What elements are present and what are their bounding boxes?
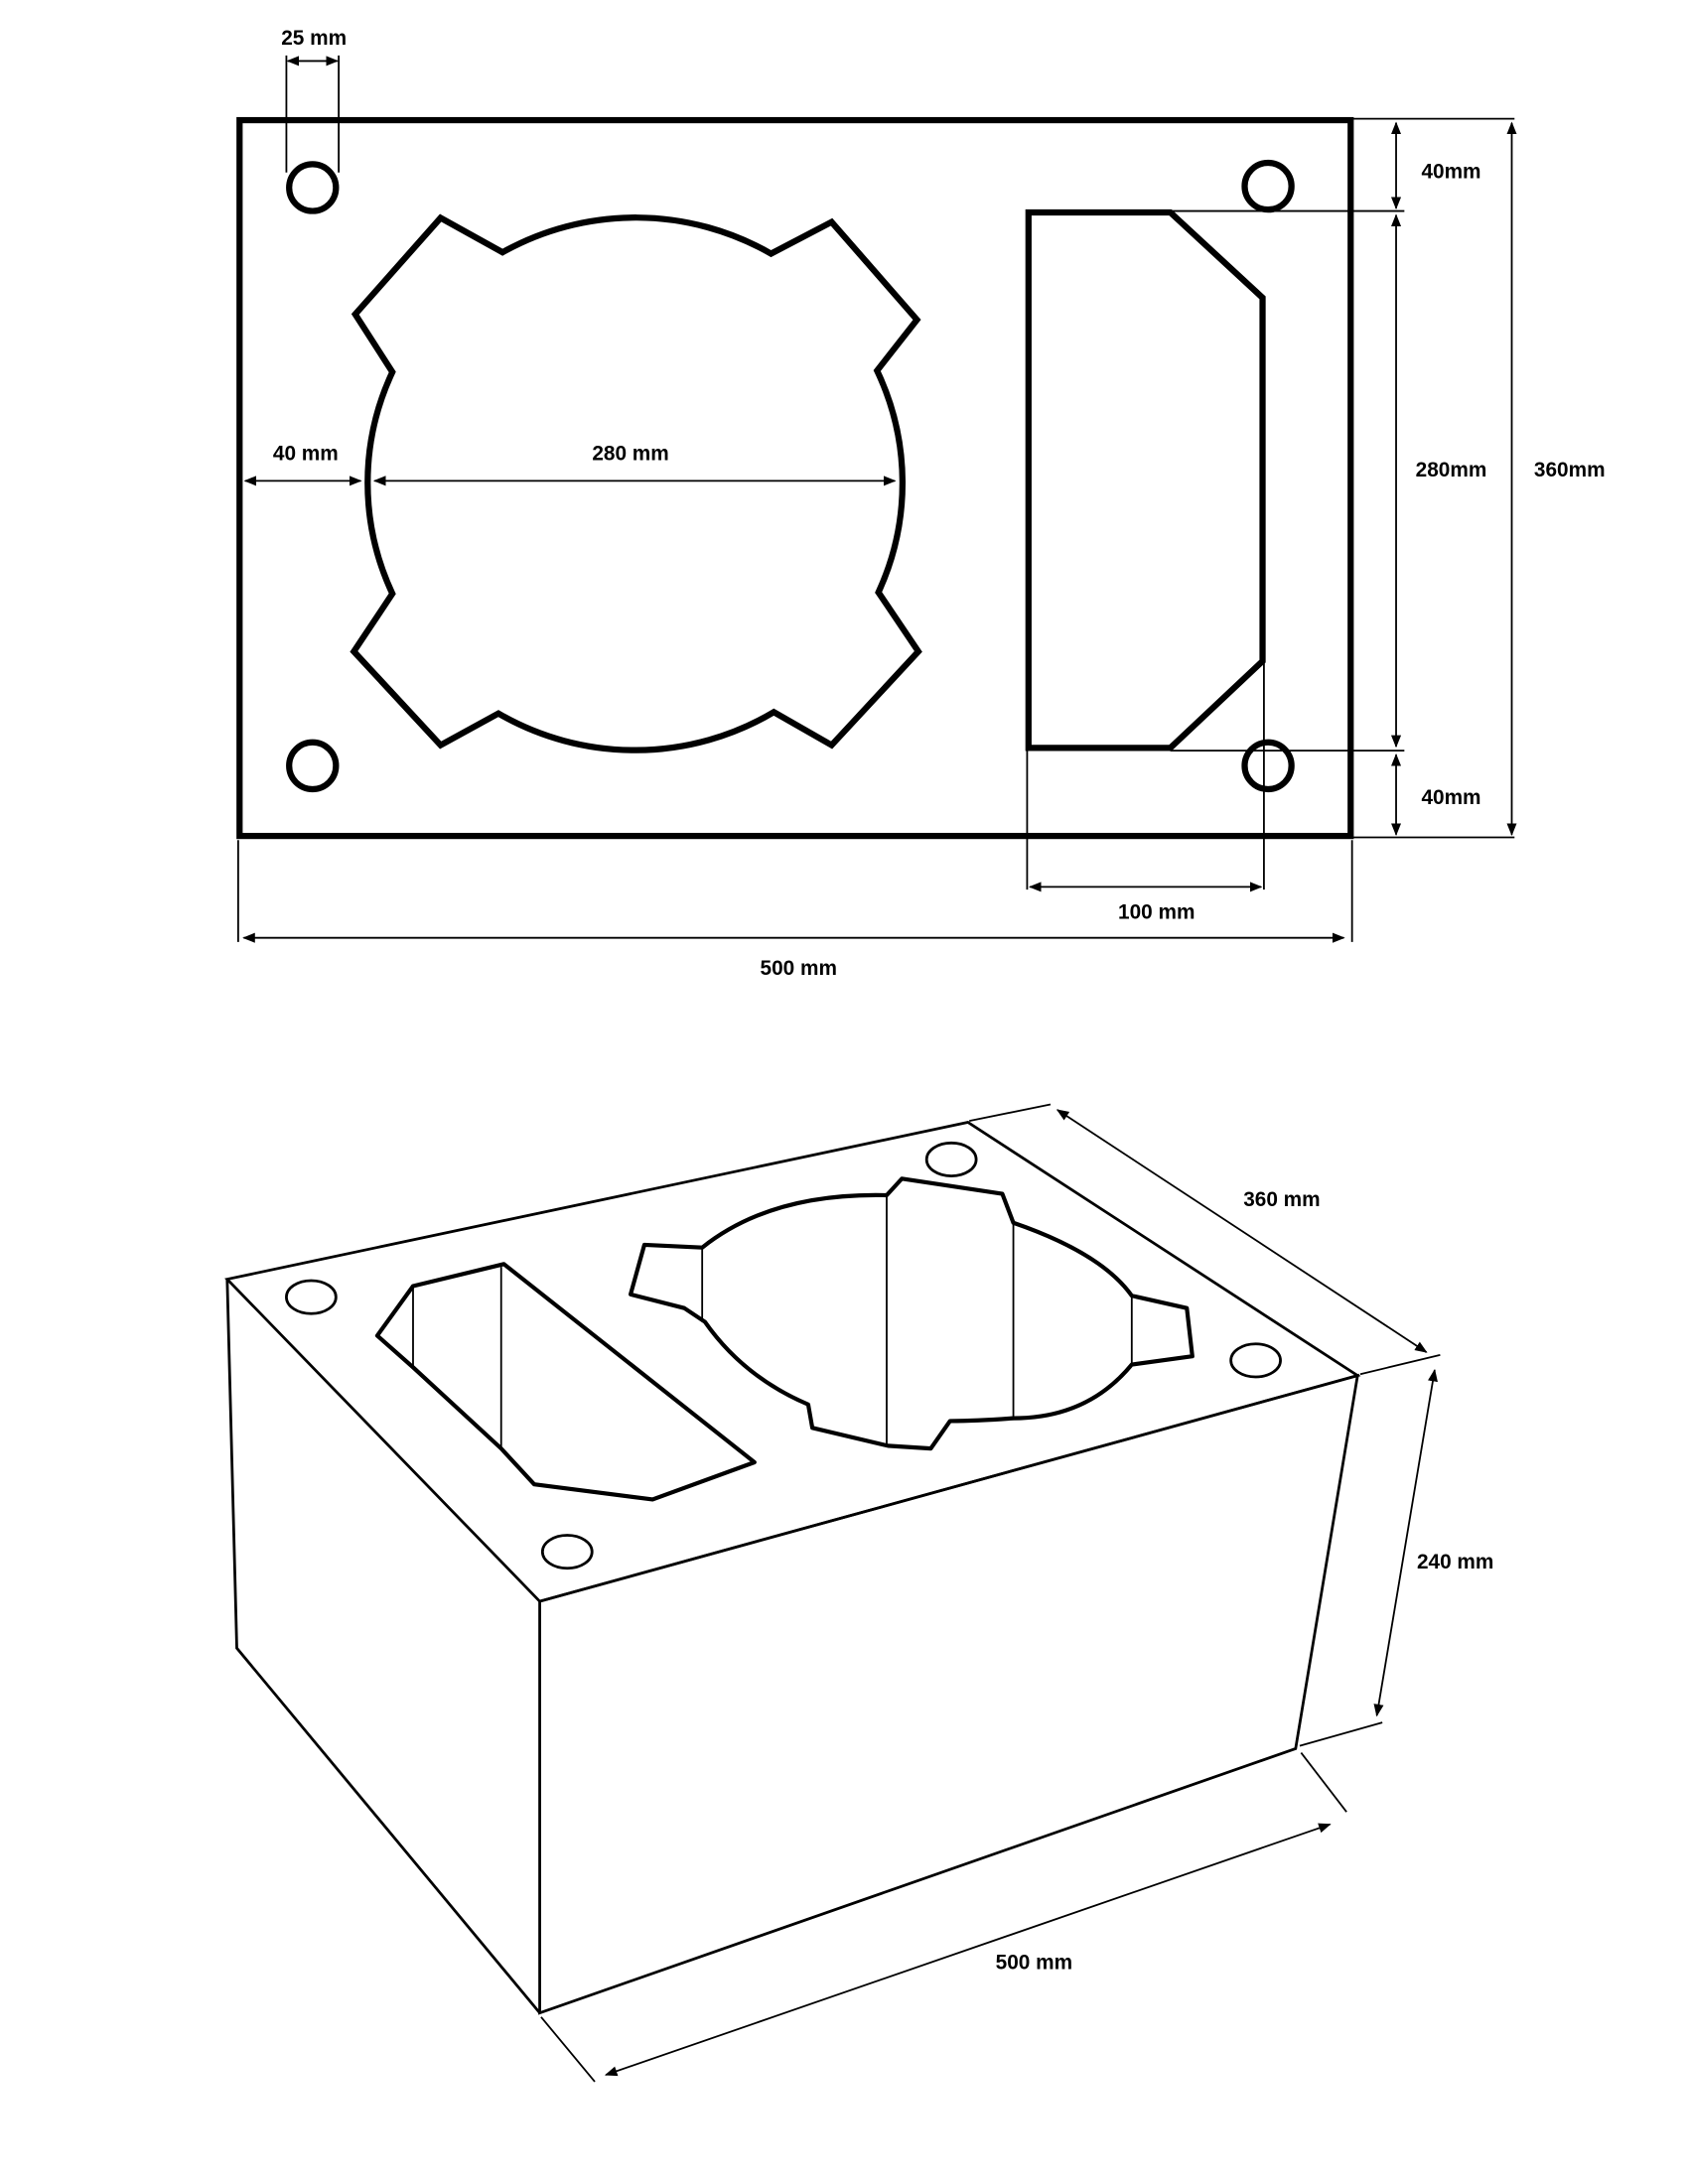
rect-cutout-height-label: 280mm	[1416, 459, 1487, 481]
mounting-hole-tl	[286, 161, 340, 214]
extension-line	[1300, 1752, 1347, 1813]
top-face	[224, 1121, 1361, 1603]
iso-width-label: 500 mm	[996, 1951, 1072, 1974]
mounting-hole	[1229, 1342, 1282, 1379]
mounting-hole	[540, 1534, 594, 1570]
width-label: 500 mm	[761, 957, 837, 980]
left-margin-label: 40 mm	[273, 443, 339, 466]
mounting-hole	[285, 1279, 338, 1315]
iso-height-label: 240 mm	[1417, 1551, 1493, 1573]
rect-cutout-width-label: 100 mm	[1118, 900, 1195, 923]
depth-label: 360mm	[1534, 459, 1606, 481]
hole-diameter-label: 25 mm	[281, 27, 347, 50]
dimension-arrow	[604, 1823, 1332, 2077]
dimension-arrow	[1055, 1109, 1428, 1353]
mounting-hole-br	[1241, 739, 1295, 793]
rect-cutout	[1025, 208, 1266, 751]
dimension-arrow	[1373, 1368, 1438, 1717]
extension-line	[969, 1103, 1052, 1123]
round-cutout-3d	[628, 1176, 1195, 1451]
iso-depth-label: 360 mm	[1243, 1188, 1320, 1211]
top-margin-label: 40mm	[1421, 160, 1480, 183]
left-face	[225, 1279, 541, 2014]
round-cutout-label: 280 mm	[592, 443, 668, 466]
round-cutout	[350, 213, 922, 753]
front-face	[538, 1373, 1359, 2015]
extension-line	[540, 2016, 596, 2083]
mounting-hole-bl	[286, 739, 340, 793]
extension-line	[1299, 1721, 1383, 1747]
top-view: 25 mm 40 mm 280 mm 40mm 280mm 40mm 360mm…	[236, 27, 1606, 980]
iso-view: 360 mm 240 mm 500 mm	[224, 1103, 1493, 2083]
rect-cutout-3d	[374, 1262, 757, 1502]
bottom-margin-label: 40mm	[1421, 786, 1480, 809]
extension-line	[1359, 1353, 1441, 1376]
mounting-hole	[924, 1141, 978, 1177]
mounting-hole-tr	[1241, 159, 1295, 213]
plate-outline	[236, 116, 1354, 840]
